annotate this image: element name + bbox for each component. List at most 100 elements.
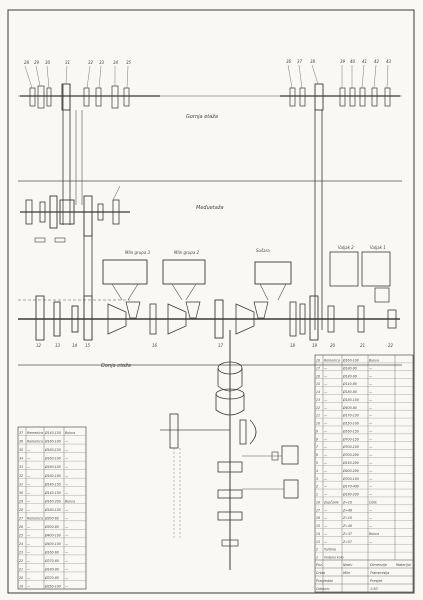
item-number: 30 (45, 60, 51, 65)
top-left-pulley-group: 28 29 30 31 32 33 34 35 (20, 60, 160, 111)
table-cell: Ø160-100 (44, 473, 61, 478)
table-cell: Ø180-80 (44, 567, 59, 572)
table-cell: Ø140-150 (44, 430, 61, 435)
item-number: 18 (290, 343, 296, 348)
table-cell: Z=48 (342, 508, 352, 512)
table-cell: 18 (316, 358, 320, 362)
table-cell: 2 (316, 485, 318, 489)
table-cell: Zupčanik (323, 500, 339, 504)
table-cell: 15 (316, 382, 320, 386)
item-number: 20 (330, 343, 336, 348)
table-cell: — (324, 429, 328, 433)
middle-right-pulley-group: Valjak 2 Valjak 1 (314, 110, 391, 330)
table-cell: — (324, 524, 328, 528)
table-cell: Ø170-400 (342, 484, 359, 489)
table-cell: 13 (316, 398, 320, 402)
table-cell: — (27, 508, 31, 512)
item-number: 22 (388, 343, 394, 348)
item-number: 35 (126, 60, 132, 65)
table-cell: — (369, 516, 373, 520)
table-cell: — (65, 465, 69, 469)
title-block-cell: Transmisija (370, 571, 389, 575)
table-cell: 9 (316, 429, 318, 433)
table-cell: — (324, 390, 328, 394)
table-cell: — (27, 491, 31, 495)
table-cell: Z=57 (342, 540, 352, 544)
table-cell: 6 (316, 453, 318, 457)
table-cell: 16 (316, 374, 320, 378)
table-cell: — (27, 550, 31, 554)
table-cell: — (324, 437, 328, 441)
turbine-assembly (160, 330, 299, 570)
title-block-cell: Mlin (343, 571, 350, 575)
table-cell: — (65, 491, 69, 495)
table-cell: Ø140-80 (342, 381, 357, 386)
table-cell: — (27, 568, 31, 572)
table-cell: — (369, 390, 373, 394)
table-cell: 12 (316, 406, 320, 410)
table-cell: Z=37 (342, 532, 352, 536)
label-mill-group-2: Mlin grupa 2 (174, 250, 199, 255)
sheet-border (7, 9, 415, 594)
table-cell: — (369, 422, 373, 426)
table-cell: 2 (316, 548, 318, 552)
table-cell: 17 (316, 508, 320, 512)
main-drive-shaft: 12 13 14 15 16 17 18 19 20 21 22 (18, 295, 400, 348)
label-roller-1: Valjak 1 (370, 245, 386, 250)
table-cell: Remenica (324, 358, 340, 362)
title-block-cell: Dimenzije (370, 563, 387, 567)
table-cell: — (65, 559, 69, 563)
item-number: 29 (34, 60, 40, 65)
table-cell: — (369, 406, 373, 410)
table-cell: — (65, 448, 69, 452)
item-number: 41 (362, 59, 367, 64)
table-cell: — (324, 477, 328, 481)
table-cell: — (324, 382, 328, 386)
label-upper-floor: Gornja etaža (186, 113, 218, 120)
table-cell: — (369, 469, 373, 473)
table-cell: 18 (316, 500, 320, 504)
item-number: 37 (297, 59, 303, 64)
table-cell: Ø700-200 (342, 452, 359, 457)
table-cell: — (65, 525, 69, 529)
item-number: 32 (88, 60, 94, 65)
table-cell: 34 (19, 457, 23, 461)
table-cell: 7 (316, 445, 318, 449)
table-cell: — (324, 540, 328, 544)
label-lower-floor: Donja etaža (101, 362, 131, 369)
item-number: 17 (218, 343, 224, 348)
table-cell: — (369, 437, 373, 441)
table-cell: — (27, 499, 31, 503)
table-cell: — (65, 440, 69, 444)
title-block-cell: Crtao (316, 571, 325, 575)
table-cell: — (27, 559, 31, 563)
table-cell: — (369, 429, 373, 433)
table-cell: Bukva (369, 358, 379, 362)
table-cell: — (324, 453, 328, 457)
title-block-cell: Presjek (370, 579, 383, 583)
table-cell: Turbina (324, 548, 336, 552)
table-cell: 15 (316, 524, 320, 528)
table-cell: Z=48 (342, 524, 352, 528)
item-number: 43 (386, 59, 392, 64)
table-cell: Ø180-90 (342, 373, 357, 378)
table-cell: — (65, 516, 69, 520)
table-cell: Ø180-90 (342, 365, 357, 370)
table-cell: — (324, 366, 328, 370)
table-cell: 14 (316, 532, 320, 536)
item-number: 21 (360, 343, 365, 348)
table-cell: — (369, 485, 373, 489)
table-cell: Ø140-150 (44, 490, 61, 495)
item-number: 16 (152, 343, 158, 348)
table-cell: 24 (19, 542, 23, 546)
table-cell: 14 (316, 390, 320, 394)
item-number: 39 (340, 59, 346, 64)
item-number: 33 (99, 60, 105, 65)
label-middle-floor: Međuetaža (196, 204, 224, 211)
table-cell: — (369, 493, 373, 497)
table-cell: — (369, 453, 373, 457)
table-cell: Ø700-100 (342, 476, 359, 481)
table-cell: — (65, 568, 69, 572)
table-cell: Ø160-200 (44, 498, 61, 503)
